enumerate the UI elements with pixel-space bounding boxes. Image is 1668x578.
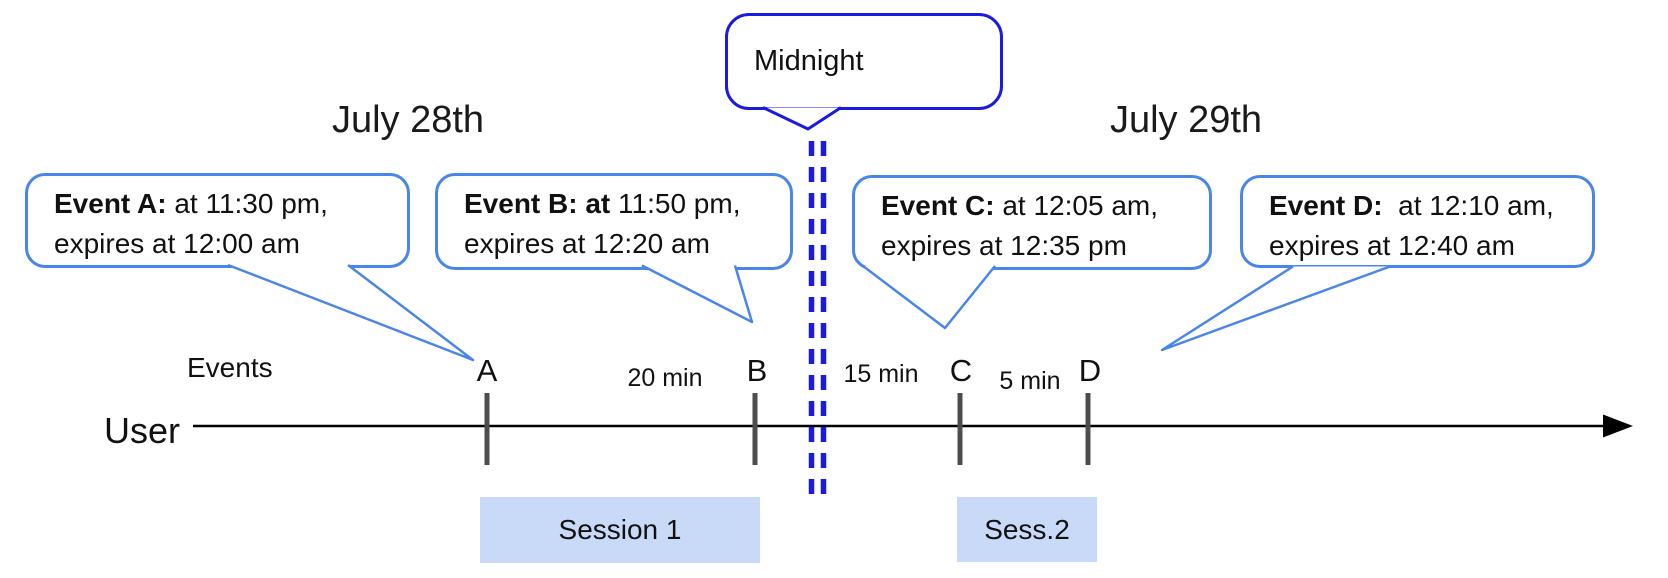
event-c-callout-tail xyxy=(862,265,996,330)
interval-15min-label: 15 min xyxy=(843,360,919,388)
event-b-line2: expires at 12:20 am xyxy=(464,228,710,259)
event-d-line2: expires at 12:40 am xyxy=(1269,230,1515,261)
event-c-line2: expires at 12:35 pm xyxy=(881,230,1127,261)
event-b-callout-tail xyxy=(641,264,754,324)
tick-label-c: C xyxy=(949,353,973,388)
session-1-box: Session 1 xyxy=(480,497,760,563)
event-a-callout-tail xyxy=(227,263,475,362)
event-b-callout: Event B: at 11:50 pm, expires at 12:20 a… xyxy=(435,173,793,270)
event-a-callout: Event A: at 11:30 pm, expires at 12:00 a… xyxy=(25,173,410,268)
timeline-arrowhead-icon xyxy=(1603,414,1633,438)
session-2-box: Sess.2 xyxy=(957,497,1097,562)
midnight-callout-tail xyxy=(762,106,842,131)
event-a-line2: expires at 12:00 am xyxy=(54,228,300,259)
user-axis-label: User xyxy=(104,410,181,451)
events-axis-label: Events xyxy=(187,352,273,383)
event-b-line1: Event B: at 11:50 pm, xyxy=(464,188,741,219)
tick-label-b: B xyxy=(746,353,768,388)
midnight-label: Midnight xyxy=(754,45,864,77)
date-july-28: July 28th xyxy=(331,99,485,141)
session-1-label: Session 1 xyxy=(558,514,682,545)
event-d-callout: Event D: at 12:10 am, expires at 12:40 a… xyxy=(1240,175,1595,268)
event-d-callout-tail xyxy=(1160,265,1391,352)
event-d-line1: Event D: at 12:10 am, xyxy=(1269,190,1554,221)
event-c-line1: Event C: at 12:05 am, xyxy=(881,190,1159,221)
event-c-callout: Event C: at 12:05 am, expires at 12:35 p… xyxy=(852,175,1212,270)
date-july-29: July 29th xyxy=(1109,99,1263,141)
midnight-callout: Midnight xyxy=(725,13,1003,110)
session-2-label: Sess.2 xyxy=(984,513,1070,545)
tick-label-a: A xyxy=(476,353,498,388)
interval-20min-label: 20 min xyxy=(627,364,703,392)
event-a-line1: Event A: at 11:30 pm, xyxy=(54,188,328,219)
interval-5min-label: 5 min xyxy=(999,367,1061,395)
tick-label-d: D xyxy=(1078,353,1102,388)
